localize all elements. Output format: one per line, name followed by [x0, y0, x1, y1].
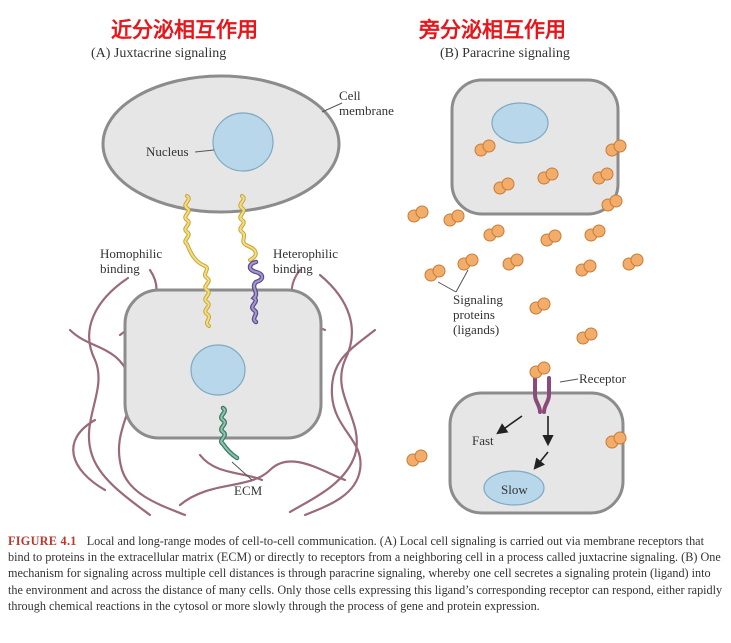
- receptor-label: Receptor: [579, 371, 626, 386]
- paracrine-receptor: [533, 376, 551, 414]
- ecm-pointer: [231, 461, 253, 481]
- ecm-fibers: [68, 268, 377, 517]
- signaling-proteins-label: Signaling proteins (ligands): [453, 292, 503, 337]
- lower-cell-nucleus: [190, 344, 246, 396]
- ligand: [406, 449, 428, 467]
- ligand: [601, 194, 623, 212]
- heterophilic-adhesion-proteins: [238, 194, 265, 325]
- receptor-pointer: [559, 378, 579, 383]
- ligand: [502, 253, 524, 271]
- responding-cell-nucleus: [483, 470, 545, 506]
- ligand: [483, 224, 505, 242]
- ligand: [474, 139, 496, 157]
- cell-signaling-diagram: [68, 74, 644, 517]
- ligand-pointer-1: [455, 269, 469, 293]
- juxtacrine-chinese-title: 近分泌相互作用: [111, 18, 258, 42]
- paracrine-chinese-title: 旁分泌相互作用: [419, 18, 566, 42]
- heterophilic-binding-label: Heterophilic binding: [273, 246, 338, 276]
- caption-text: Local and long-range modes of cell-to-ce…: [8, 534, 723, 613]
- ligand: [493, 177, 515, 195]
- ligand: [457, 253, 479, 271]
- fast-arrow: [496, 415, 523, 435]
- ligand: [443, 209, 465, 227]
- panel-a-label: (A) Juxtacrine signaling: [91, 46, 227, 61]
- membrane-pointer: [321, 102, 343, 113]
- figure-number: FIGURE 4.1: [8, 534, 77, 548]
- ligand: [605, 431, 627, 449]
- ligand: [424, 264, 446, 282]
- nucleus-label: Nucleus: [146, 144, 189, 159]
- slow-label: Slow: [501, 482, 528, 497]
- ligand: [592, 167, 614, 185]
- upper-cell-nucleus: [212, 112, 274, 172]
- fast-label: Fast: [472, 433, 494, 448]
- homophilic-binding-label: Homophilic binding: [100, 246, 163, 276]
- ligand: [575, 259, 597, 277]
- ligand: [537, 167, 559, 185]
- nucleus-pointer: [194, 149, 215, 153]
- ligand-pointer-2: [437, 281, 457, 293]
- ecm-label: ECM: [234, 483, 263, 498]
- ligand: [540, 229, 562, 247]
- homophilic-adhesion-proteins: [183, 194, 211, 328]
- ligand: [622, 253, 644, 271]
- ligand: [576, 327, 598, 345]
- ligand: [529, 297, 551, 315]
- ligand: [584, 224, 606, 242]
- cell-membrane-label: Cell membrane: [339, 88, 394, 118]
- signaling-ligands: [406, 139, 644, 467]
- ligand: [605, 139, 627, 157]
- slow-arrow-2: [533, 451, 549, 470]
- ecm-receptor: [219, 405, 240, 461]
- panel-b-label: (B) Paracrine signaling: [440, 46, 570, 61]
- secreting-cell-nucleus: [491, 102, 549, 144]
- ligand: [407, 205, 429, 223]
- ligand: [529, 361, 551, 379]
